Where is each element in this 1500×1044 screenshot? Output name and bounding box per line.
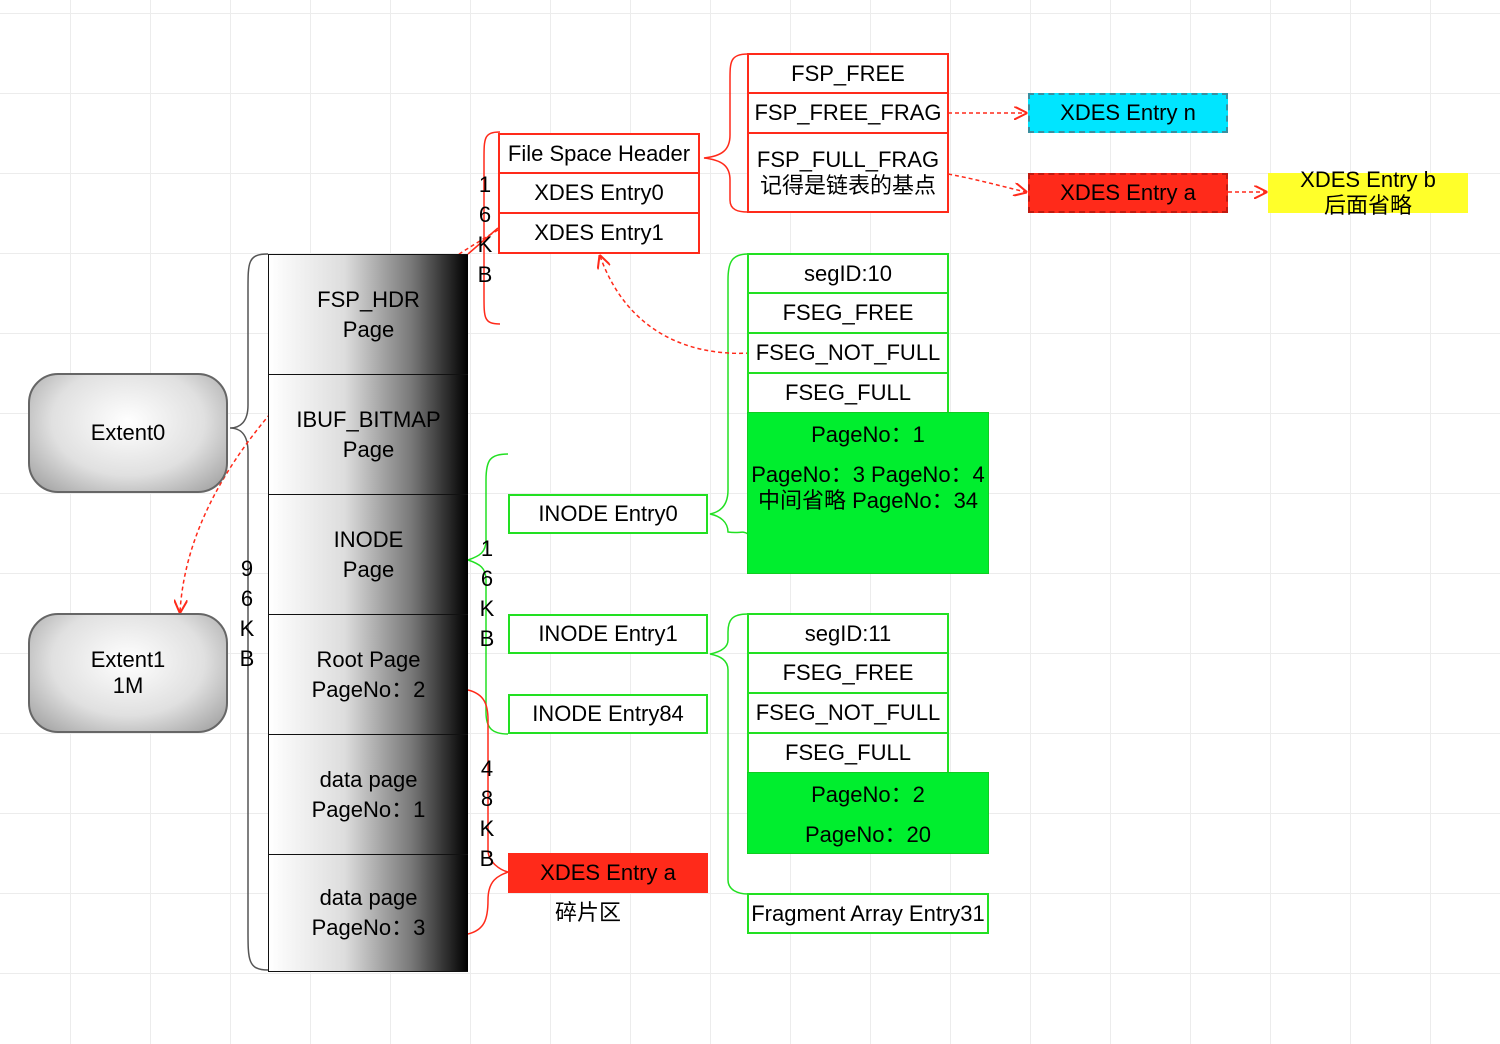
page-data-1: data page PageNo：1	[268, 734, 468, 854]
fsp-free-row: FSP_FREE	[747, 53, 949, 94]
xdes-entry-a-frag-node: XDES Entry a	[508, 853, 708, 893]
xdes-entry1-label: XDES Entry1	[534, 220, 664, 245]
segment0-brace	[709, 253, 749, 535]
seg1-page-list: PageNo：2 PageNo：20	[747, 772, 989, 854]
inode-entry1-label: INODE Entry1	[538, 621, 678, 646]
xdes-entry1-row: XDES Entry1	[498, 212, 700, 254]
seg0-fseg-not-full-label: FSEG_NOT_FULL	[755, 340, 941, 365]
seg1-fseg-full-row: FSEG_FULL	[747, 732, 949, 774]
header-brace	[483, 131, 501, 325]
file-space-header-label: File Space Header	[507, 140, 691, 166]
xdes-entry-b-label: XDES Entry b 后面省略	[1300, 167, 1436, 218]
inode-entry0-node: INODE Entry0	[508, 494, 708, 534]
seg0-fseg-full-label: FSEG_FULL	[785, 380, 911, 405]
fsp-full-frag-row: FSP_FULL_FRAG 记得是链表的基点	[747, 132, 949, 213]
page-ibuf-bitmap-label: IBUF_BITMAP Page	[296, 406, 441, 462]
fragment-array-entry-label: Fragment Array Entry31	[751, 900, 985, 926]
seg1-page-2: PageNo：2	[811, 782, 925, 807]
fsp-lists-brace	[703, 53, 749, 213]
seg1-fseg-full-label: FSEG_FULL	[785, 740, 911, 765]
page-fsp-hdr: FSP_HDR Page	[268, 254, 468, 374]
size-16kb-header-label: 1 6 K B	[477, 172, 493, 287]
seg0-fseg-full-row: FSEG_FULL	[747, 372, 949, 414]
seg0-page-list: PageNo：1 PageNo：3 PageNo：4 中间省略 PageNo：3…	[747, 412, 989, 574]
seg0-fseg-free-label: FSEG_FREE	[782, 300, 914, 325]
xdes-entry0-row: XDES Entry0	[498, 172, 700, 214]
fsp-free-frag-label: FSP_FREE_FRAG	[754, 100, 942, 125]
seg1-fseg-not-full-row: FSEG_NOT_FULL	[747, 692, 949, 734]
xdes-entry-a-top-node: XDES Entry a	[1028, 173, 1228, 213]
inode-brace	[465, 453, 509, 735]
seg1-page-20: PageNo：20	[805, 822, 931, 847]
xdes-entry-a-top-label: XDES Entry a	[1060, 180, 1196, 205]
xdes-entry0-label: XDES Entry0	[534, 180, 664, 205]
inode-entry84-label: INODE Entry84	[532, 701, 684, 726]
fragment-area-label: 碎片区	[554, 900, 621, 925]
inode-entry1-node: INODE Entry1	[508, 614, 708, 654]
seg1-segid-row: segID:11	[747, 613, 949, 654]
page-data-3-label: data page PageNo：3	[311, 885, 426, 940]
page-root: Root Page PageNo：2	[268, 614, 468, 734]
page-ibuf-bitmap: IBUF_BITMAP Page	[268, 374, 468, 494]
xdes-entry-b-node: XDES Entry b 后面省略	[1268, 167, 1468, 218]
full-frag-arrow	[947, 173, 1026, 192]
seg0-page-3-to-34: PageNo：3 PageNo：4 中间省略 PageNo：34	[751, 462, 985, 513]
extent0-label: Extent0	[90, 420, 166, 445]
page-root-label: Root Page PageNo：2	[311, 646, 426, 702]
fsp-free-frag-row: FSP_FREE_FRAG	[747, 92, 949, 134]
seg0-segid-label: segID:10	[803, 260, 893, 286]
segment1-brace	[709, 613, 749, 895]
size-16kb-inode-label: 1 6 K B	[479, 536, 495, 651]
inode-entry84-node: INODE Entry84	[508, 694, 708, 734]
extent0-brace	[229, 253, 269, 971]
seg0-fseg-not-full-row: FSEG_NOT_FULL	[747, 332, 949, 374]
xdes1-to-extent1-arrow	[180, 229, 499, 612]
not-full-to-xdes1-arrow	[600, 256, 751, 355]
xdes-entry-a-frag-label: XDES Entry a	[540, 860, 676, 885]
file-space-header-row: File Space Header	[498, 133, 700, 174]
xdes-entry-n-node: XDES Entry n	[1028, 93, 1228, 133]
page-fsp-hdr-label: FSP_HDR Page	[317, 286, 420, 342]
xdes-entry-n-label: XDES Entry n	[1060, 100, 1196, 125]
page-inode-label: INODE Page	[333, 526, 404, 582]
extent1-node: Extent1 1M	[28, 613, 228, 733]
size-96kb-label: 9 6 K B	[239, 556, 255, 671]
extent1-label: Extent1 1M	[90, 647, 166, 698]
seg0-page-1: PageNo：1	[811, 422, 925, 447]
fsp-full-frag-label: FSP_FULL_FRAG 记得是链表的基点	[756, 146, 940, 198]
seg1-fseg-not-full-label: FSEG_NOT_FULL	[755, 700, 941, 725]
inode-entry0-label: INODE Entry0	[538, 501, 678, 526]
page-inode: INODE Page	[268, 494, 468, 614]
extent0-node: Extent0	[28, 373, 228, 493]
fragment-array-entry-node: Fragment Array Entry31	[747, 893, 989, 934]
seg1-fseg-free-label: FSEG_FREE	[782, 660, 914, 685]
seg0-fseg-free-row: FSEG_FREE	[747, 292, 949, 334]
size-48kb-label: 4 8 K B	[479, 756, 495, 871]
page-data-3: data page PageNo：3	[268, 854, 468, 972]
seg0-segid-row: segID:10	[747, 253, 949, 294]
seg1-segid-label: segID:11	[804, 620, 892, 646]
fsp-free-label: FSP_FREE	[791, 60, 905, 86]
seg1-fseg-free-row: FSEG_FREE	[747, 652, 949, 694]
hdr-to-header-line	[467, 227, 499, 255]
page-data-1-label: data page PageNo：1	[311, 766, 426, 822]
frag-brace	[467, 689, 511, 935]
